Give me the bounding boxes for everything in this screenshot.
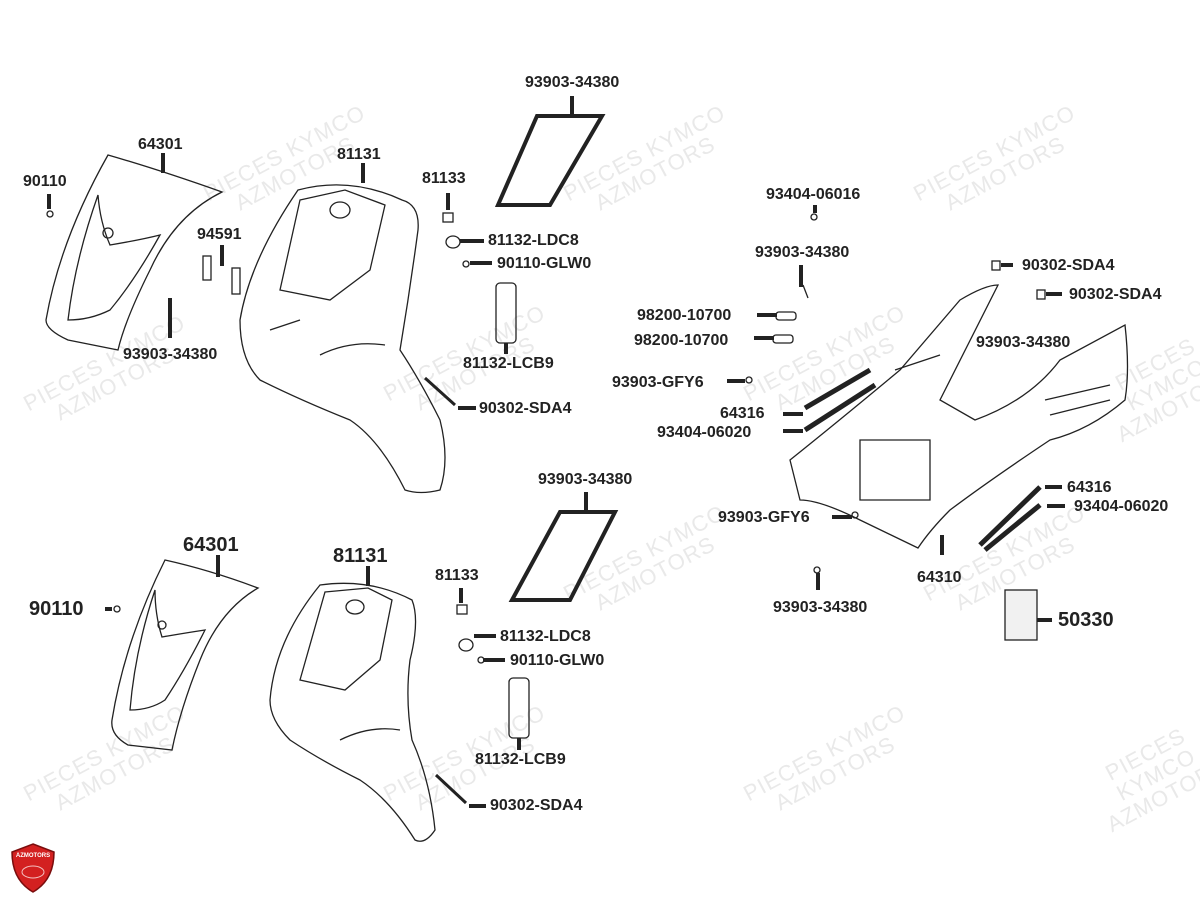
callout-64301: 64301 xyxy=(183,534,239,556)
hook-part xyxy=(445,235,461,249)
callout-90302-sda4: 90302-SDA4 xyxy=(1069,286,1162,303)
frame-part-top xyxy=(494,114,606,207)
hook-part xyxy=(458,638,474,652)
screw-part xyxy=(113,605,121,613)
callout-90302-sda4: 90302-SDA4 xyxy=(479,400,572,417)
screw-part xyxy=(802,284,809,299)
callout-93404-06016: 93404-06016 xyxy=(766,186,861,203)
callout-98200-10700: 98200-10700 xyxy=(634,332,729,349)
plate-part xyxy=(495,282,517,344)
callout-93903-34380: 93903-34380 xyxy=(538,471,633,488)
callout-81132-ldc8: 81132-LDC8 xyxy=(488,232,579,249)
logo-text: AZMOTORS xyxy=(15,853,51,859)
callout-90110-glw0: 90110-GLW0 xyxy=(497,255,592,272)
callout-81132-lcb9: 81132-LCB9 xyxy=(463,355,554,372)
callout-81132-lcb9: 81132-LCB9 xyxy=(475,751,566,768)
callout-50330: 50330 xyxy=(1058,609,1114,631)
callout-64310: 64310 xyxy=(917,569,962,586)
plate-part xyxy=(508,677,530,739)
strap-part xyxy=(423,376,457,407)
callout-93404-06020: 93404-06020 xyxy=(1074,498,1169,515)
screw-part xyxy=(745,376,753,384)
callout-64316: 64316 xyxy=(720,405,765,422)
callout-93404-06020: 93404-06020 xyxy=(657,424,752,441)
screw-part xyxy=(810,213,818,221)
callout-81132-ldc8: 81132-LDC8 xyxy=(500,628,591,645)
inner-cover-part-bottom xyxy=(269,582,436,842)
floor-panel-part xyxy=(789,284,1129,549)
reflector-part xyxy=(1004,589,1038,641)
clip-part xyxy=(991,260,1001,271)
strap-part xyxy=(434,773,468,805)
screw-part xyxy=(46,210,54,218)
screw-part xyxy=(462,260,470,268)
callout-93903-34380: 93903-34380 xyxy=(773,599,868,616)
callout-94591: 94591 xyxy=(197,226,242,243)
callout-90302-sda4: 90302-SDA4 xyxy=(1022,257,1115,274)
callout-81131: 81131 xyxy=(333,545,388,567)
clip-part xyxy=(442,212,454,223)
front-shield-part-bottom xyxy=(111,559,260,751)
callout-93903-gfy6: 93903-GFY6 xyxy=(612,374,704,391)
bracket-part xyxy=(202,255,241,295)
frame-part-bottom xyxy=(508,510,619,602)
rubber-strip-part xyxy=(803,367,1042,547)
callout-93903-34380: 93903-34380 xyxy=(755,244,850,261)
azmotors-logo: AZMOTORS xyxy=(10,842,56,894)
pin-part xyxy=(772,334,794,344)
callout-93903-34380: 93903-34380 xyxy=(525,74,620,91)
callout-90302-sda4: 90302-SDA4 xyxy=(490,797,583,814)
callout-93903-34380: 93903-34380 xyxy=(976,334,1071,351)
clip-part xyxy=(1036,289,1046,300)
callout-90110: 90110 xyxy=(23,173,67,190)
callout-64316: 64316 xyxy=(1067,479,1112,496)
rubber-strip-part xyxy=(803,382,1042,552)
front-shield-part-top xyxy=(45,154,224,351)
callout-90110-glw0: 90110-GLW0 xyxy=(510,652,605,669)
callout-93903-gfy6: 93903-GFY6 xyxy=(718,509,810,526)
callout-64301: 64301 xyxy=(138,136,183,153)
callout-81133: 81133 xyxy=(422,170,466,187)
callout-93903-34380: 93903-34380 xyxy=(123,346,218,363)
callout-81133: 81133 xyxy=(435,567,479,584)
callout-90110: 90110 xyxy=(29,598,84,620)
callout-81131: 81131 xyxy=(337,146,381,163)
inner-cover-part-top xyxy=(239,184,446,494)
screw-part xyxy=(813,566,821,574)
callout-98200-10700: 98200-10700 xyxy=(637,307,732,324)
clip-part xyxy=(456,604,468,615)
pin-part xyxy=(775,311,797,321)
